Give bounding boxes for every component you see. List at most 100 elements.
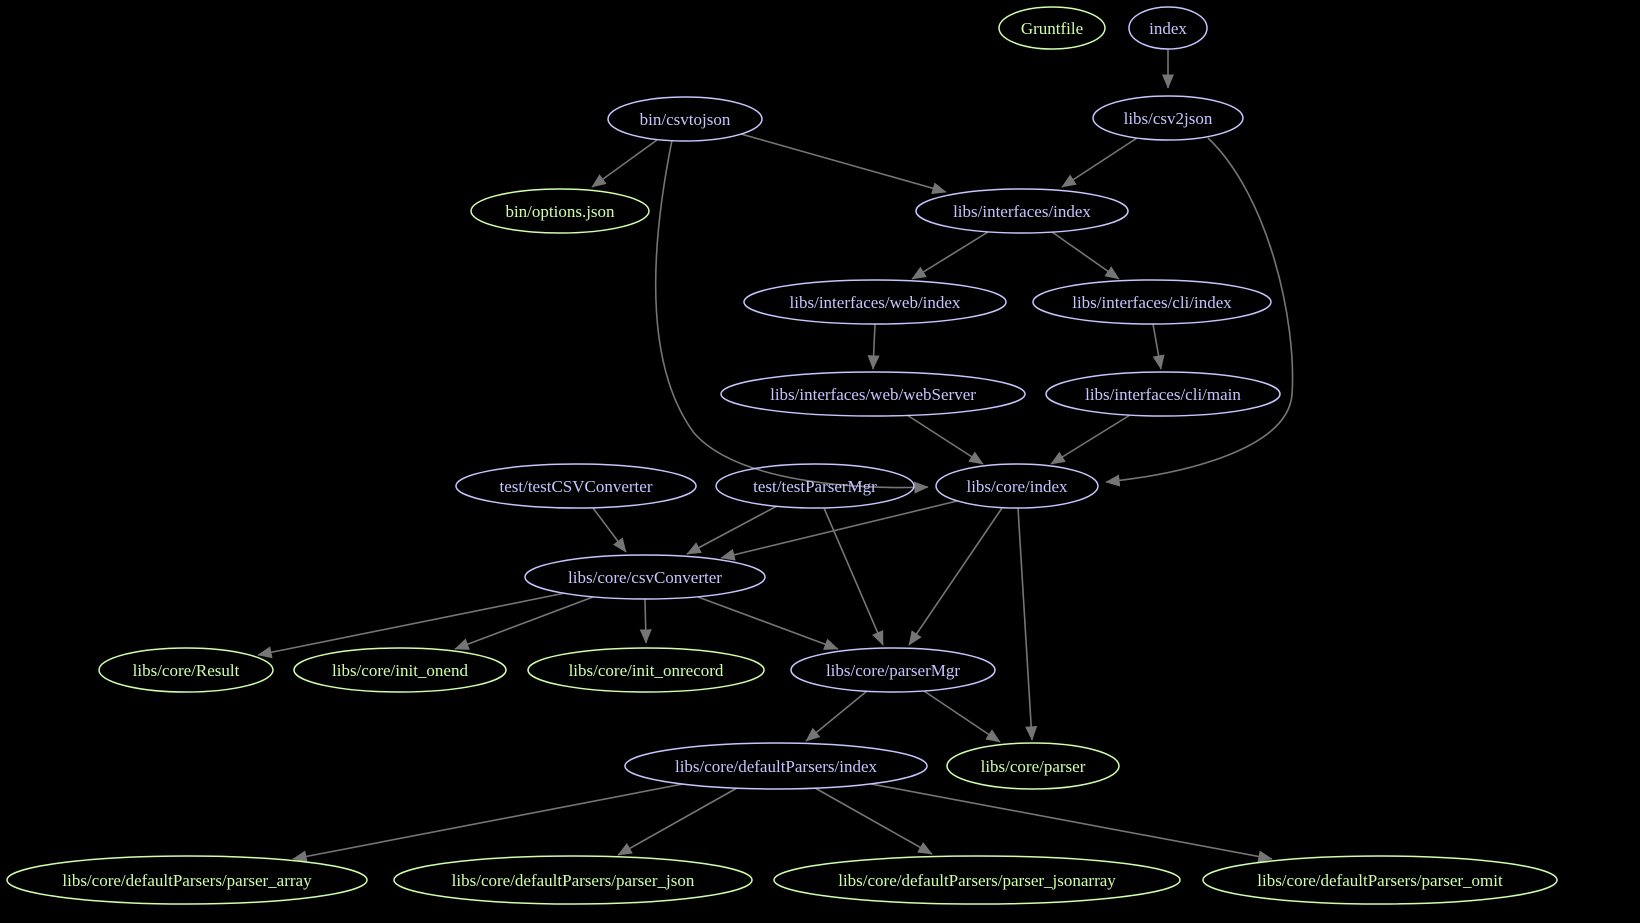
node-label: libs/interfaces/index xyxy=(953,202,1091,221)
edge-core-csvconverter-to-init-onrecord xyxy=(639,598,652,644)
node-core-parser: libs/core/parser xyxy=(946,742,1120,790)
node-label: test/testParserMgr xyxy=(753,477,877,496)
edge-test-parsermgr-to-core-csvconverter xyxy=(686,505,778,555)
node-label: libs/core/init_onrecord xyxy=(569,661,724,680)
node-label: libs/core/defaultParsers/index xyxy=(675,757,878,776)
node-ellipse xyxy=(98,647,274,693)
edge-core-parsermgr-to-defaultparsers-index xyxy=(805,690,868,742)
node-ellipse xyxy=(1045,371,1281,417)
node-ellipse xyxy=(1092,95,1244,141)
node-ellipse xyxy=(998,6,1106,50)
node-bin-csvtojson: bin/csvtojson xyxy=(607,96,763,142)
node-core-csvconverter: libs/core/csvConverter xyxy=(524,554,766,600)
node-label: libs/core/index xyxy=(966,477,1068,496)
node-parser-array: libs/core/defaultParsers/parser_array xyxy=(6,855,368,905)
node-ellipse xyxy=(455,463,697,509)
node-label: libs/core/defaultParsers/parser_omit xyxy=(1257,871,1503,890)
edge-cli-index-to-cli-main xyxy=(1152,323,1165,370)
node-ellipse xyxy=(743,279,1007,325)
edge-core-index-to-core-parser xyxy=(1017,507,1038,741)
edge-web-webserver-to-core-index xyxy=(906,414,984,465)
node-label: bin/csvtojson xyxy=(640,110,731,129)
node-cli-index: libs/interfaces/cli/index xyxy=(1032,279,1272,325)
edge-defaultparsers-index-to-parser-array xyxy=(292,783,684,863)
node-ellipse xyxy=(915,188,1129,234)
node-ellipse xyxy=(470,188,650,234)
node-label: libs/core/defaultParsers/parser_array xyxy=(62,871,312,890)
node-label: libs/interfaces/web/index xyxy=(790,293,961,312)
edge-core-csvconverter-to-core-result xyxy=(257,592,566,659)
node-ellipse xyxy=(1032,279,1272,325)
edge-defaultparsers-index-to-parser-json xyxy=(617,787,738,856)
edge-interfaces-index-to-cli-index xyxy=(1051,231,1120,280)
node-label: libs/interfaces/cli/main xyxy=(1085,385,1241,404)
node-ellipse xyxy=(6,855,368,905)
node-bin-options-json: bin/options.json xyxy=(470,188,650,234)
node-ellipse xyxy=(293,647,507,693)
edges-layer xyxy=(257,49,1294,863)
node-cli-main: libs/interfaces/cli/main xyxy=(1045,371,1281,417)
node-ellipse xyxy=(1202,855,1558,905)
node-ellipse xyxy=(524,554,766,600)
edge-core-index-to-core-csvconverter xyxy=(720,500,958,561)
node-label: libs/core/csvConverter xyxy=(568,568,722,587)
node-label: index xyxy=(1149,19,1187,38)
node-test-csvconverter: test/testCSVConverter xyxy=(455,463,697,509)
edge-bin-csvtojson-to-core-index xyxy=(654,139,929,494)
edge-test-csvconverter-to-core-csvconverter xyxy=(592,507,627,553)
edge-test-parsermgr-to-core-parsermgr xyxy=(823,507,884,646)
node-label: libs/core/parserMgr xyxy=(826,661,960,680)
node-label: Gruntfile xyxy=(1021,19,1083,38)
node-libs-csv2json: libs/csv2json xyxy=(1092,95,1244,141)
edge-web-index-to-web-webserver xyxy=(867,323,880,370)
node-core-result: libs/core/Result xyxy=(98,647,274,693)
edge-interfaces-index-to-web-index xyxy=(911,231,989,280)
node-interfaces-index: libs/interfaces/index xyxy=(915,188,1129,234)
node-ellipse xyxy=(527,647,765,693)
edge-libs-csv2json-to-core-index xyxy=(1105,137,1294,487)
node-ellipse xyxy=(720,371,1026,417)
edge-core-parsermgr-to-core-parser xyxy=(923,690,1001,743)
node-parser-jsonarray: libs/core/defaultParsers/parser_jsonarra… xyxy=(773,855,1181,905)
node-ellipse xyxy=(773,855,1181,905)
edge-core-csvconverter-to-core-parsermgr xyxy=(697,596,839,650)
node-label: libs/interfaces/web/webServer xyxy=(770,385,976,404)
node-test-parsermgr: test/testParserMgr xyxy=(715,463,915,509)
edge-core-csvconverter-to-init-onend xyxy=(454,596,594,650)
node-parser-json: libs/core/defaultParsers/parser_json xyxy=(393,855,753,905)
edge-defaultparsers-index-to-parser-jsonarray xyxy=(814,787,933,855)
node-core-index: libs/core/index xyxy=(935,463,1099,509)
node-label: bin/options.json xyxy=(505,202,615,221)
node-parser-omit: libs/core/defaultParsers/parser_omit xyxy=(1202,855,1558,905)
node-ellipse xyxy=(946,742,1120,790)
edge-defaultparsers-index-to-parser-omit xyxy=(870,783,1273,863)
node-web-index: libs/interfaces/web/index xyxy=(743,279,1007,325)
node-label: libs/core/Result xyxy=(133,661,240,680)
node-label: libs/core/defaultParsers/parser_json xyxy=(452,871,695,890)
node-core-init-onend: libs/core/init_onend xyxy=(293,647,507,693)
edge-bin-csvtojson-to-interfaces-index xyxy=(740,133,947,195)
node-web-webserver: libs/interfaces/web/webServer xyxy=(720,371,1026,417)
edge-libs-csv2json-to-interfaces-index xyxy=(1061,137,1138,188)
node-label: libs/csv2json xyxy=(1124,109,1213,128)
node-core-init-onrecord: libs/core/init_onrecord xyxy=(527,647,765,693)
node-ellipse xyxy=(1128,6,1208,50)
edge-bin-csvtojson-to-bin-options-json xyxy=(591,139,658,188)
node-gruntfile: Gruntfile xyxy=(998,6,1106,50)
node-core-parsermgr: libs/core/parserMgr xyxy=(790,647,996,693)
edge-cli-main-to-core-index xyxy=(1050,414,1131,465)
node-ellipse xyxy=(715,463,915,509)
node-label: libs/core/parser xyxy=(981,757,1086,776)
node-ellipse xyxy=(393,855,753,905)
node-index: index xyxy=(1128,6,1208,50)
edge-core-index-to-core-parsermgr xyxy=(908,507,1003,646)
node-ellipse xyxy=(624,742,928,790)
node-defaultparsers-index: libs/core/defaultParsers/index xyxy=(624,742,928,790)
node-label: libs/interfaces/cli/index xyxy=(1072,293,1232,312)
node-ellipse xyxy=(935,463,1099,509)
node-label: libs/core/defaultParsers/parser_jsonarra… xyxy=(838,871,1116,890)
node-ellipse xyxy=(790,647,996,693)
node-ellipse xyxy=(607,96,763,142)
nodes-layer: Gruntfile index bin/csvtojson libs/csv2j… xyxy=(6,6,1558,905)
node-label: test/testCSVConverter xyxy=(500,477,653,496)
